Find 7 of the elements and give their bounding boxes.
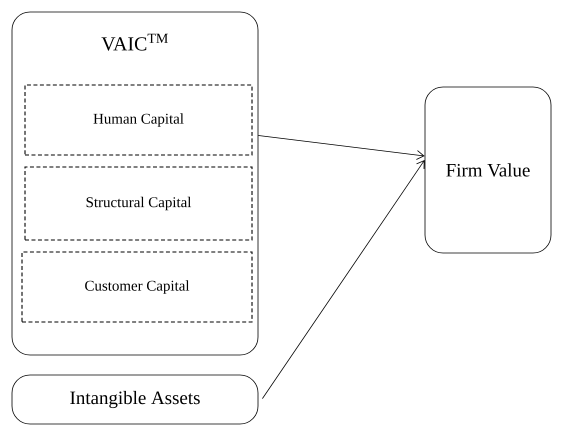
arrow <box>258 135 425 160</box>
dashed-box: Structural Capital <box>24 166 253 241</box>
arrow <box>262 160 425 399</box>
dashed-box: Human Capital <box>24 84 253 156</box>
rounded-box: Firm Value <box>424 86 552 254</box>
dashed-box: Customer Capital <box>21 251 253 323</box>
rounded-box: Intangible Assets <box>12 374 258 424</box>
